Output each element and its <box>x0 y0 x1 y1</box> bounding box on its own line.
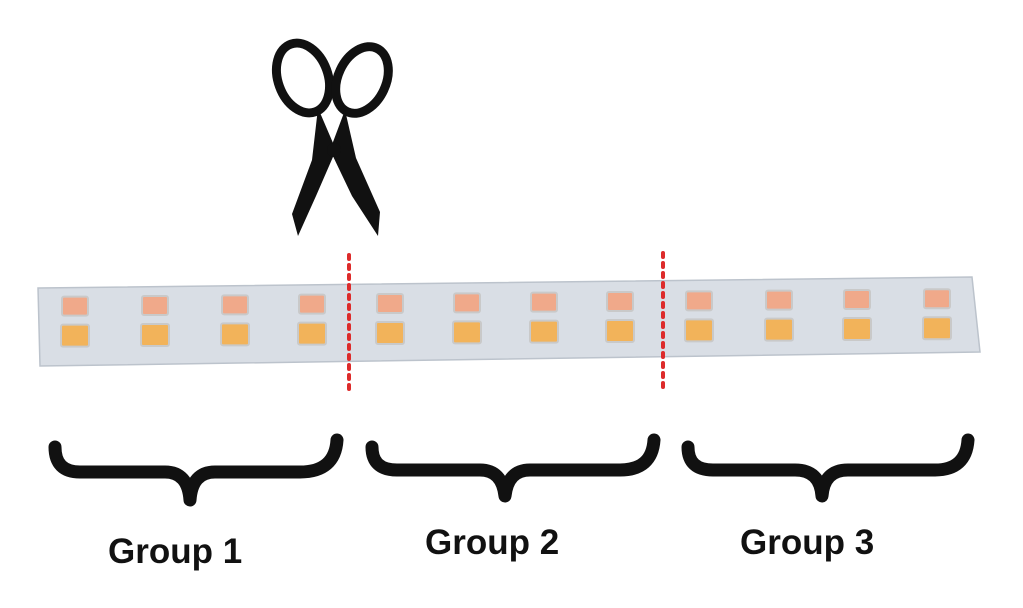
led-chip-top <box>221 294 249 316</box>
scissors-icon <box>271 38 393 236</box>
led-chip-top <box>453 292 481 314</box>
led-chip-bottom <box>922 316 952 341</box>
led-chip <box>375 292 405 345</box>
led-chip-bottom <box>452 320 482 345</box>
led-chip <box>220 294 250 347</box>
group-3-brace <box>681 433 975 503</box>
led-chip-bottom <box>764 317 794 342</box>
led-chip-bottom <box>60 323 90 348</box>
led-chip-bottom <box>140 322 170 347</box>
led-strip <box>37 276 981 367</box>
led-chip-bottom <box>220 322 250 347</box>
led-chip <box>140 294 170 347</box>
led-chip-top <box>606 291 634 313</box>
group-2-brace <box>365 433 661 503</box>
led-chip-top <box>61 295 89 317</box>
led-chip-bottom <box>842 316 872 341</box>
led-chip-bottom <box>605 319 635 344</box>
led-chip <box>684 290 714 343</box>
led-chip-top <box>376 292 404 314</box>
group-2-label: Group 2 <box>425 523 560 562</box>
led-chip <box>60 295 90 348</box>
led-chip-top <box>530 291 558 313</box>
led-chip-top <box>685 290 713 312</box>
group-3-label: Group 3 <box>740 523 875 562</box>
led-chip <box>605 291 635 344</box>
led-chip <box>764 289 794 342</box>
led-chip <box>922 288 952 341</box>
led-chip <box>452 292 482 345</box>
led-chip-bottom <box>297 321 327 346</box>
led-chip-bottom <box>529 319 559 344</box>
led-chip-bottom <box>684 318 714 343</box>
led-chip <box>842 288 872 341</box>
group-1-brace <box>48 433 344 507</box>
led-chip <box>529 291 559 344</box>
led-chip-bottom <box>375 320 405 345</box>
led-chip-top <box>843 288 871 310</box>
led-chip-top <box>298 293 326 315</box>
led-chip-top <box>765 289 793 311</box>
group-1-label: Group 1 <box>108 532 243 571</box>
led-chip <box>297 293 327 346</box>
led-chip-top <box>923 288 951 310</box>
led-chip-top <box>141 294 169 316</box>
